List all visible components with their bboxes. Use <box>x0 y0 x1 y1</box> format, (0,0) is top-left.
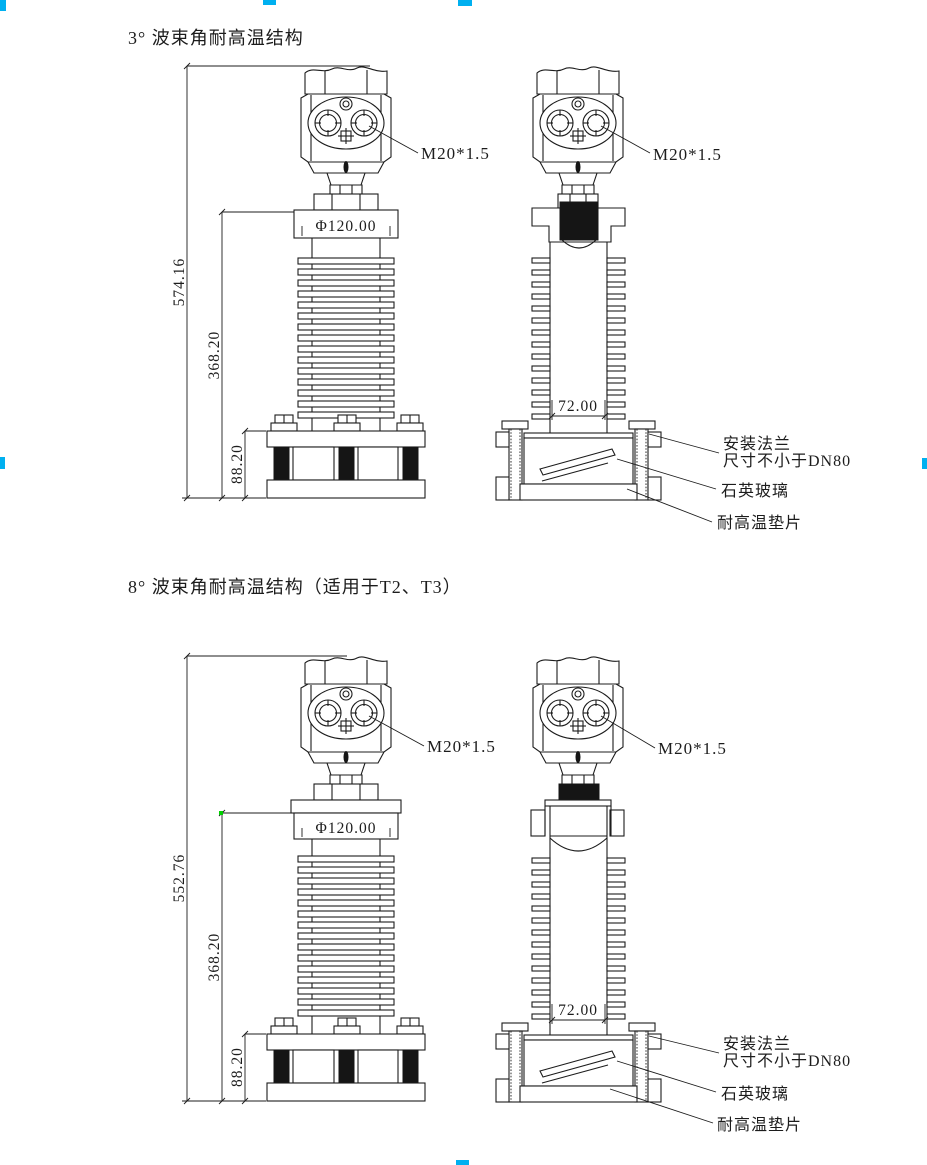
threaded-plug <box>558 783 600 801</box>
callout-gasket: 耐高温垫片 <box>717 1116 802 1134</box>
dim-label-total-height: 574.16 <box>171 258 188 307</box>
callout-gasket: 耐高温垫片 <box>717 514 802 532</box>
grip-bottom <box>456 1160 469 1165</box>
thread-callout-left-8deg: M20*1.5 <box>368 715 496 756</box>
dim-total-height-8deg: 552.76 <box>171 652 347 1105</box>
callout-flange-line1: 安装法兰 <box>723 435 791 453</box>
dim-flange-height-3deg: 88.20 <box>229 427 266 502</box>
threaded-plug <box>559 201 599 241</box>
heatsink-column-front <box>298 839 394 1034</box>
dim-window-width-3deg: 72.00 <box>548 398 609 420</box>
thread-label: M20*1.5 <box>427 737 496 756</box>
callout-glass: 石英玻璃 <box>721 482 789 500</box>
dim-label-column-height: 368.20 <box>206 331 223 380</box>
heatsink-column-front <box>298 238 394 431</box>
grip-top-2 <box>458 0 472 6</box>
mounting-flange-section <box>495 1022 662 1103</box>
grip-top-1 <box>263 0 276 5</box>
thread-label: M20*1.5 <box>421 144 490 163</box>
callouts-8deg: 安装法兰 尺寸不小于DN80 石英玻璃 耐高温垫片 <box>609 1035 851 1134</box>
dim-total-height-3deg: 574.16 <box>171 62 370 502</box>
cad-grip-green <box>219 811 223 815</box>
callouts-3deg: 安装法兰 尺寸不小于DN80 石英玻璃 耐高温垫片 <box>616 433 851 532</box>
callout-flange-line2: 尺寸不小于DN80 <box>723 452 851 470</box>
transmitter-head <box>532 656 624 785</box>
horn-collar <box>544 799 612 807</box>
antenna-lens <box>561 239 597 249</box>
section-8deg-title: 8° 波束角耐高温结构（适用于T2、T3） <box>128 577 462 597</box>
callout-glass: 石英玻璃 <box>721 1085 789 1103</box>
adapter-plate <box>290 799 402 814</box>
hex-adapter <box>313 193 379 211</box>
device-8deg-front-view: Φ120.00 <box>267 656 425 1101</box>
callout-flange-line1: 安装法兰 <box>723 1035 791 1053</box>
device-3deg-section-view: 72.00 <box>495 66 662 501</box>
dim-flange-height-8deg: 88.20 <box>229 1030 266 1105</box>
hex-adapter <box>313 783 379 801</box>
thread-label: M20*1.5 <box>658 739 727 758</box>
thread-callout-left-3deg: M20*1.5 <box>368 125 490 163</box>
dim-label-window-width: 72.00 <box>558 1002 598 1019</box>
dim-label-total-height: 552.76 <box>171 854 188 903</box>
device-8deg-section-view: 72.00 <box>495 656 662 1103</box>
section-8deg: 8° 波束角耐高温结构（适用于T2、T3） 552.76 368.20 88.2… <box>128 577 851 1134</box>
thread-callout-right-8deg: M20*1.5 <box>600 715 727 758</box>
dim-column-height-3deg: 368.20 <box>206 208 296 502</box>
section-3deg: 3° 波束角耐高温结构 574.16 368.20 88.20 <box>128 28 851 532</box>
top-plate-dia120: Φ120.00 <box>293 812 399 840</box>
mounting-flange-section <box>495 420 662 501</box>
thread-callout-right-3deg: M20*1.5 <box>600 125 722 164</box>
heatsink-column-section <box>532 806 625 1040</box>
dim-label-top-diameter: Φ120.00 <box>316 820 377 837</box>
horn-clamp <box>530 806 625 837</box>
dim-column-height-8deg: 368.20 <box>206 809 294 1105</box>
heatsink-column-section <box>532 242 625 438</box>
dim-label-flange-height: 88.20 <box>229 1047 246 1087</box>
thread-label: M20*1.5 <box>653 145 722 164</box>
dim-label-column-height: 368.20 <box>206 933 223 982</box>
mounting-base-front <box>267 415 425 498</box>
grip-top-left <box>0 0 6 11</box>
mounting-base-front <box>267 1018 425 1101</box>
section-3deg-title: 3° 波束角耐高温结构 <box>128 28 304 48</box>
device-3deg-front-view: Φ120.00 <box>267 66 425 498</box>
dim-window-width-8deg: 72.00 <box>548 1002 609 1024</box>
dim-label-top-diameter: Φ120.00 <box>316 218 377 235</box>
grip-right <box>922 458 927 469</box>
callout-flange-line2: 尺寸不小于DN80 <box>723 1052 851 1070</box>
top-plate-dia120: Φ120.00 <box>293 209 399 239</box>
dim-label-window-width: 72.00 <box>558 398 598 415</box>
dim-label-flange-height: 88.20 <box>229 444 246 484</box>
horn-antenna-dome <box>549 837 608 852</box>
grip-left <box>0 457 5 469</box>
